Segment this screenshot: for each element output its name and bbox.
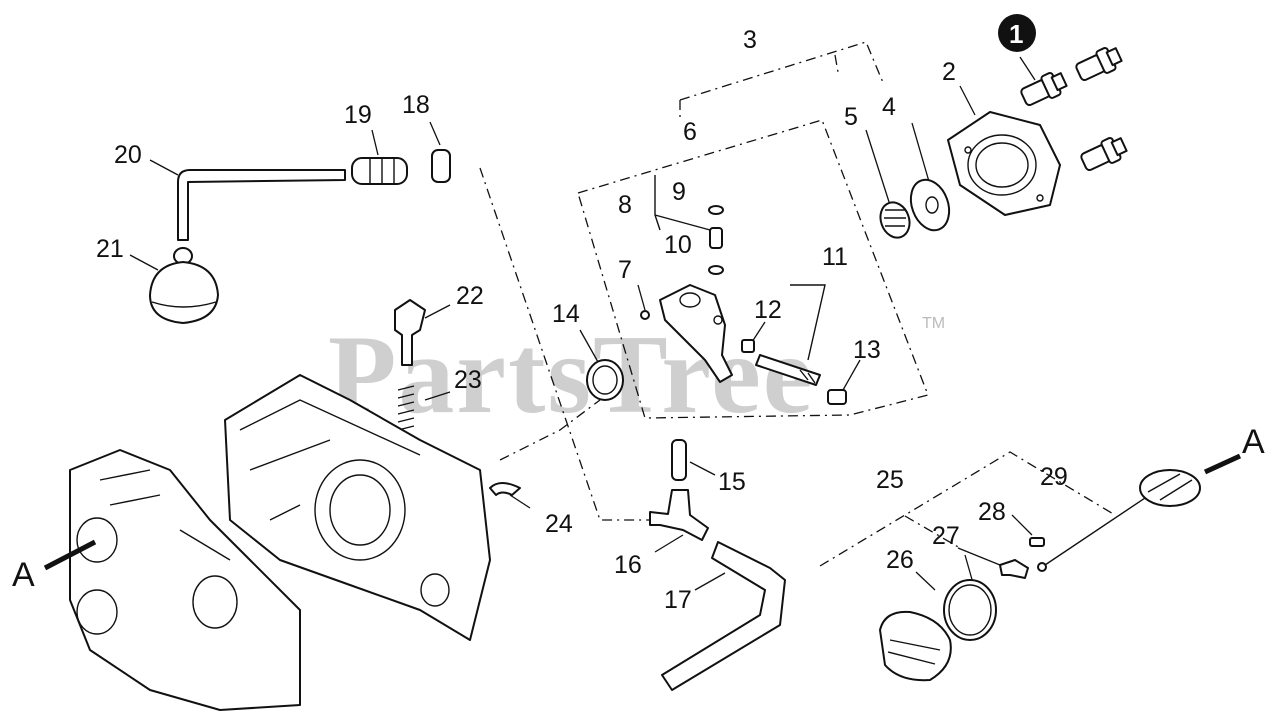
reference-label-left: A	[12, 556, 35, 594]
callout-27[interactable]: 27	[932, 522, 960, 550]
plate-part-2	[947, 111, 1061, 216]
callout-14[interactable]: 14	[552, 300, 580, 328]
callout-13[interactable]: 13	[853, 336, 881, 364]
callout-29[interactable]: 29	[1040, 463, 1068, 491]
clip-part-18	[431, 149, 451, 183]
callout-25[interactable]: 25	[876, 466, 904, 494]
clip-part-24	[489, 482, 521, 496]
hose-part-15	[671, 439, 687, 481]
callout-16[interactable]: 16	[614, 551, 642, 579]
callout-11[interactable]: 11	[822, 243, 848, 271]
callout-2[interactable]: 2	[942, 58, 956, 86]
reference-label-right: A	[1242, 423, 1265, 461]
callout-labels: 2 3 4 5 6 7 8 9 10 11 12 13 14 15 16 17 …	[96, 26, 1068, 614]
assembly-brackets	[479, 41, 1116, 567]
bushing-part-5	[879, 201, 911, 239]
callout-badge-1[interactable]: 1	[998, 14, 1036, 52]
callout-28[interactable]: 28	[978, 498, 1006, 526]
callout-1[interactable]: 1	[1009, 19, 1023, 49]
callout-12[interactable]: 12	[754, 296, 782, 324]
washer-part-4	[909, 178, 951, 232]
crankcase-housing	[224, 374, 491, 641]
gasket-part-27	[943, 579, 997, 641]
callout-6[interactable]: 6	[683, 118, 697, 146]
callout-18[interactable]: 18	[402, 91, 430, 119]
callout-7[interactable]: 7	[618, 256, 632, 284]
coupling-part-19	[351, 157, 408, 185]
callout-10[interactable]: 10	[664, 231, 692, 259]
callout-4[interactable]: 4	[882, 93, 896, 121]
screw-part-28	[1029, 537, 1045, 547]
callout-5[interactable]: 5	[844, 103, 858, 131]
callout-21[interactable]: 21	[96, 235, 124, 263]
callout-22[interactable]: 22	[456, 282, 484, 310]
callout-20[interactable]: 20	[114, 141, 142, 169]
screw-part-22	[394, 299, 426, 366]
spring-part-23	[397, 385, 415, 431]
cap-part-13	[827, 389, 847, 405]
filter-part-21	[149, 247, 219, 324]
hose-part-17	[661, 541, 786, 691]
shaft-part-11	[755, 354, 821, 386]
tee-part-16	[649, 489, 709, 541]
bushing-part-12	[741, 339, 755, 353]
small-parts-9-10	[640, 205, 724, 320]
oil-pump-body	[659, 284, 733, 383]
reference-marker-right: A	[1203, 423, 1265, 475]
lead-lines	[129, 56, 1036, 591]
callout-9[interactable]: 9	[672, 178, 686, 206]
callout-3[interactable]: 3	[743, 26, 757, 54]
clamp-part-27	[999, 559, 1029, 579]
seal-part-14	[586, 359, 624, 401]
reference-marker-left: A	[12, 539, 97, 594]
dipstick-part-29	[1037, 469, 1201, 572]
callout-17[interactable]: 17	[664, 586, 692, 614]
callout-8[interactable]: 8	[618, 191, 632, 219]
callout-19[interactable]: 19	[344, 101, 372, 129]
fittings-part-1	[1020, 47, 1128, 171]
watermark-trademark: TM	[922, 315, 945, 332]
callout-15[interactable]: 15	[718, 468, 746, 496]
callout-24[interactable]: 24	[545, 510, 573, 538]
oil-line-part-20	[177, 169, 346, 241]
callout-23[interactable]: 23	[454, 366, 482, 394]
callout-26[interactable]: 26	[886, 546, 914, 574]
crankcase-left-half	[69, 449, 301, 711]
oil-cap-part-26	[879, 610, 952, 682]
